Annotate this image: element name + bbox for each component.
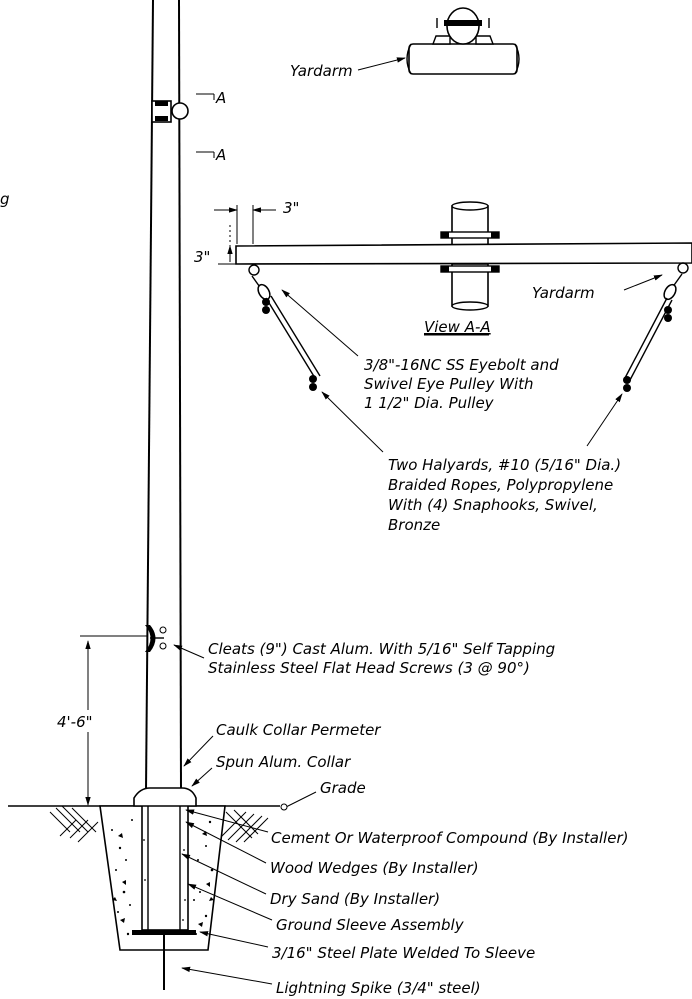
yardarm-top-leader xyxy=(357,57,406,71)
collar-leader xyxy=(191,767,213,787)
halyard-text-2: Braided Ropes, Polypropylene xyxy=(388,476,613,494)
halyard-leader-right xyxy=(586,393,623,447)
halyard-text-4: Bronze xyxy=(388,516,440,534)
plate-text: 3/16" Steel Plate Welded To Sleeve xyxy=(272,944,535,962)
cleats-leader xyxy=(173,644,205,659)
right-eyebolt-pulley xyxy=(623,262,689,392)
cleat-height-dimension: 4'-6" xyxy=(55,635,148,806)
cleats-text-1: Cleats (9") Cast Alum. With 5/16" Self T… xyxy=(208,640,555,658)
yardarm-label-view: Yardarm xyxy=(532,284,595,302)
cleats-text-2: Stainless Steel Flat Head Screws (3 @ 90… xyxy=(208,659,530,677)
cleat xyxy=(145,625,167,652)
view-title: View A-A xyxy=(424,318,491,336)
spike-leader xyxy=(181,966,273,985)
grade-marker xyxy=(280,803,288,811)
steel-plate xyxy=(132,930,196,935)
caulk-leader xyxy=(183,735,214,767)
eyebolt-text-3: 1 1/2" Dia. Pulley xyxy=(364,394,495,412)
view-aa-yardarm xyxy=(235,231,692,273)
dimension-4-6: 4'-6" xyxy=(57,713,93,731)
cement-text: Cement Or Waterproof Compound (By Instal… xyxy=(271,829,628,847)
spun-collar xyxy=(133,787,197,807)
flagpole-shaft xyxy=(145,0,182,791)
plate-leader xyxy=(199,931,269,948)
pole-yardarm-bracket xyxy=(151,100,189,123)
sleeve-leader xyxy=(187,883,273,921)
yardarm-top-detail xyxy=(406,7,520,75)
earth-hatch-right xyxy=(219,809,269,843)
sand-leader xyxy=(181,853,267,895)
wedges-leader xyxy=(185,821,267,864)
partial-left-text: g xyxy=(0,190,10,208)
view-aa-dimensions xyxy=(214,205,276,265)
grade-leader xyxy=(285,791,317,808)
halyard-text-3: With (4) Snaphooks, Swivel, xyxy=(388,496,598,514)
wedges-text: Wood Wedges (By Installer) xyxy=(270,859,479,877)
spike-text: Lightning Spike (3/4" steel) xyxy=(276,979,481,997)
left-eyebolt-pulley xyxy=(248,264,321,391)
section-marker-top: A xyxy=(196,89,226,107)
halyard-leader-left xyxy=(321,391,384,453)
sleeve-text: Ground Sleeve Assembly xyxy=(276,916,465,934)
yardarm-view-leader xyxy=(623,274,663,291)
caulk-text: Caulk Collar Permeter xyxy=(216,721,381,739)
eyebolt-leader xyxy=(281,289,359,357)
section-label-bottom: A xyxy=(215,146,226,164)
collar-text: Spun Alum. Collar xyxy=(216,753,351,771)
grade-text: Grade xyxy=(320,779,366,797)
ground-sleeve xyxy=(141,797,189,931)
section-label-top: A xyxy=(215,89,226,107)
eyebolt-text-2: Swivel Eye Pulley With xyxy=(364,375,534,393)
earth-hatch-left xyxy=(49,805,99,843)
sand-text: Dry Sand (By Installer) xyxy=(270,890,440,908)
halyard-text-1: Two Halyards, #10 (5/16" Dia.) xyxy=(388,456,621,474)
eyebolt-text-1: 3/8"-16NC SS Eyebolt and xyxy=(364,356,559,374)
yardarm-label-top: Yardarm xyxy=(290,62,353,80)
section-marker-bottom: A xyxy=(196,146,226,164)
dim-3in-vertical: 3" xyxy=(194,248,210,266)
cement-leader xyxy=(185,809,269,833)
dim-3in-horizontal: 3" xyxy=(283,199,299,217)
